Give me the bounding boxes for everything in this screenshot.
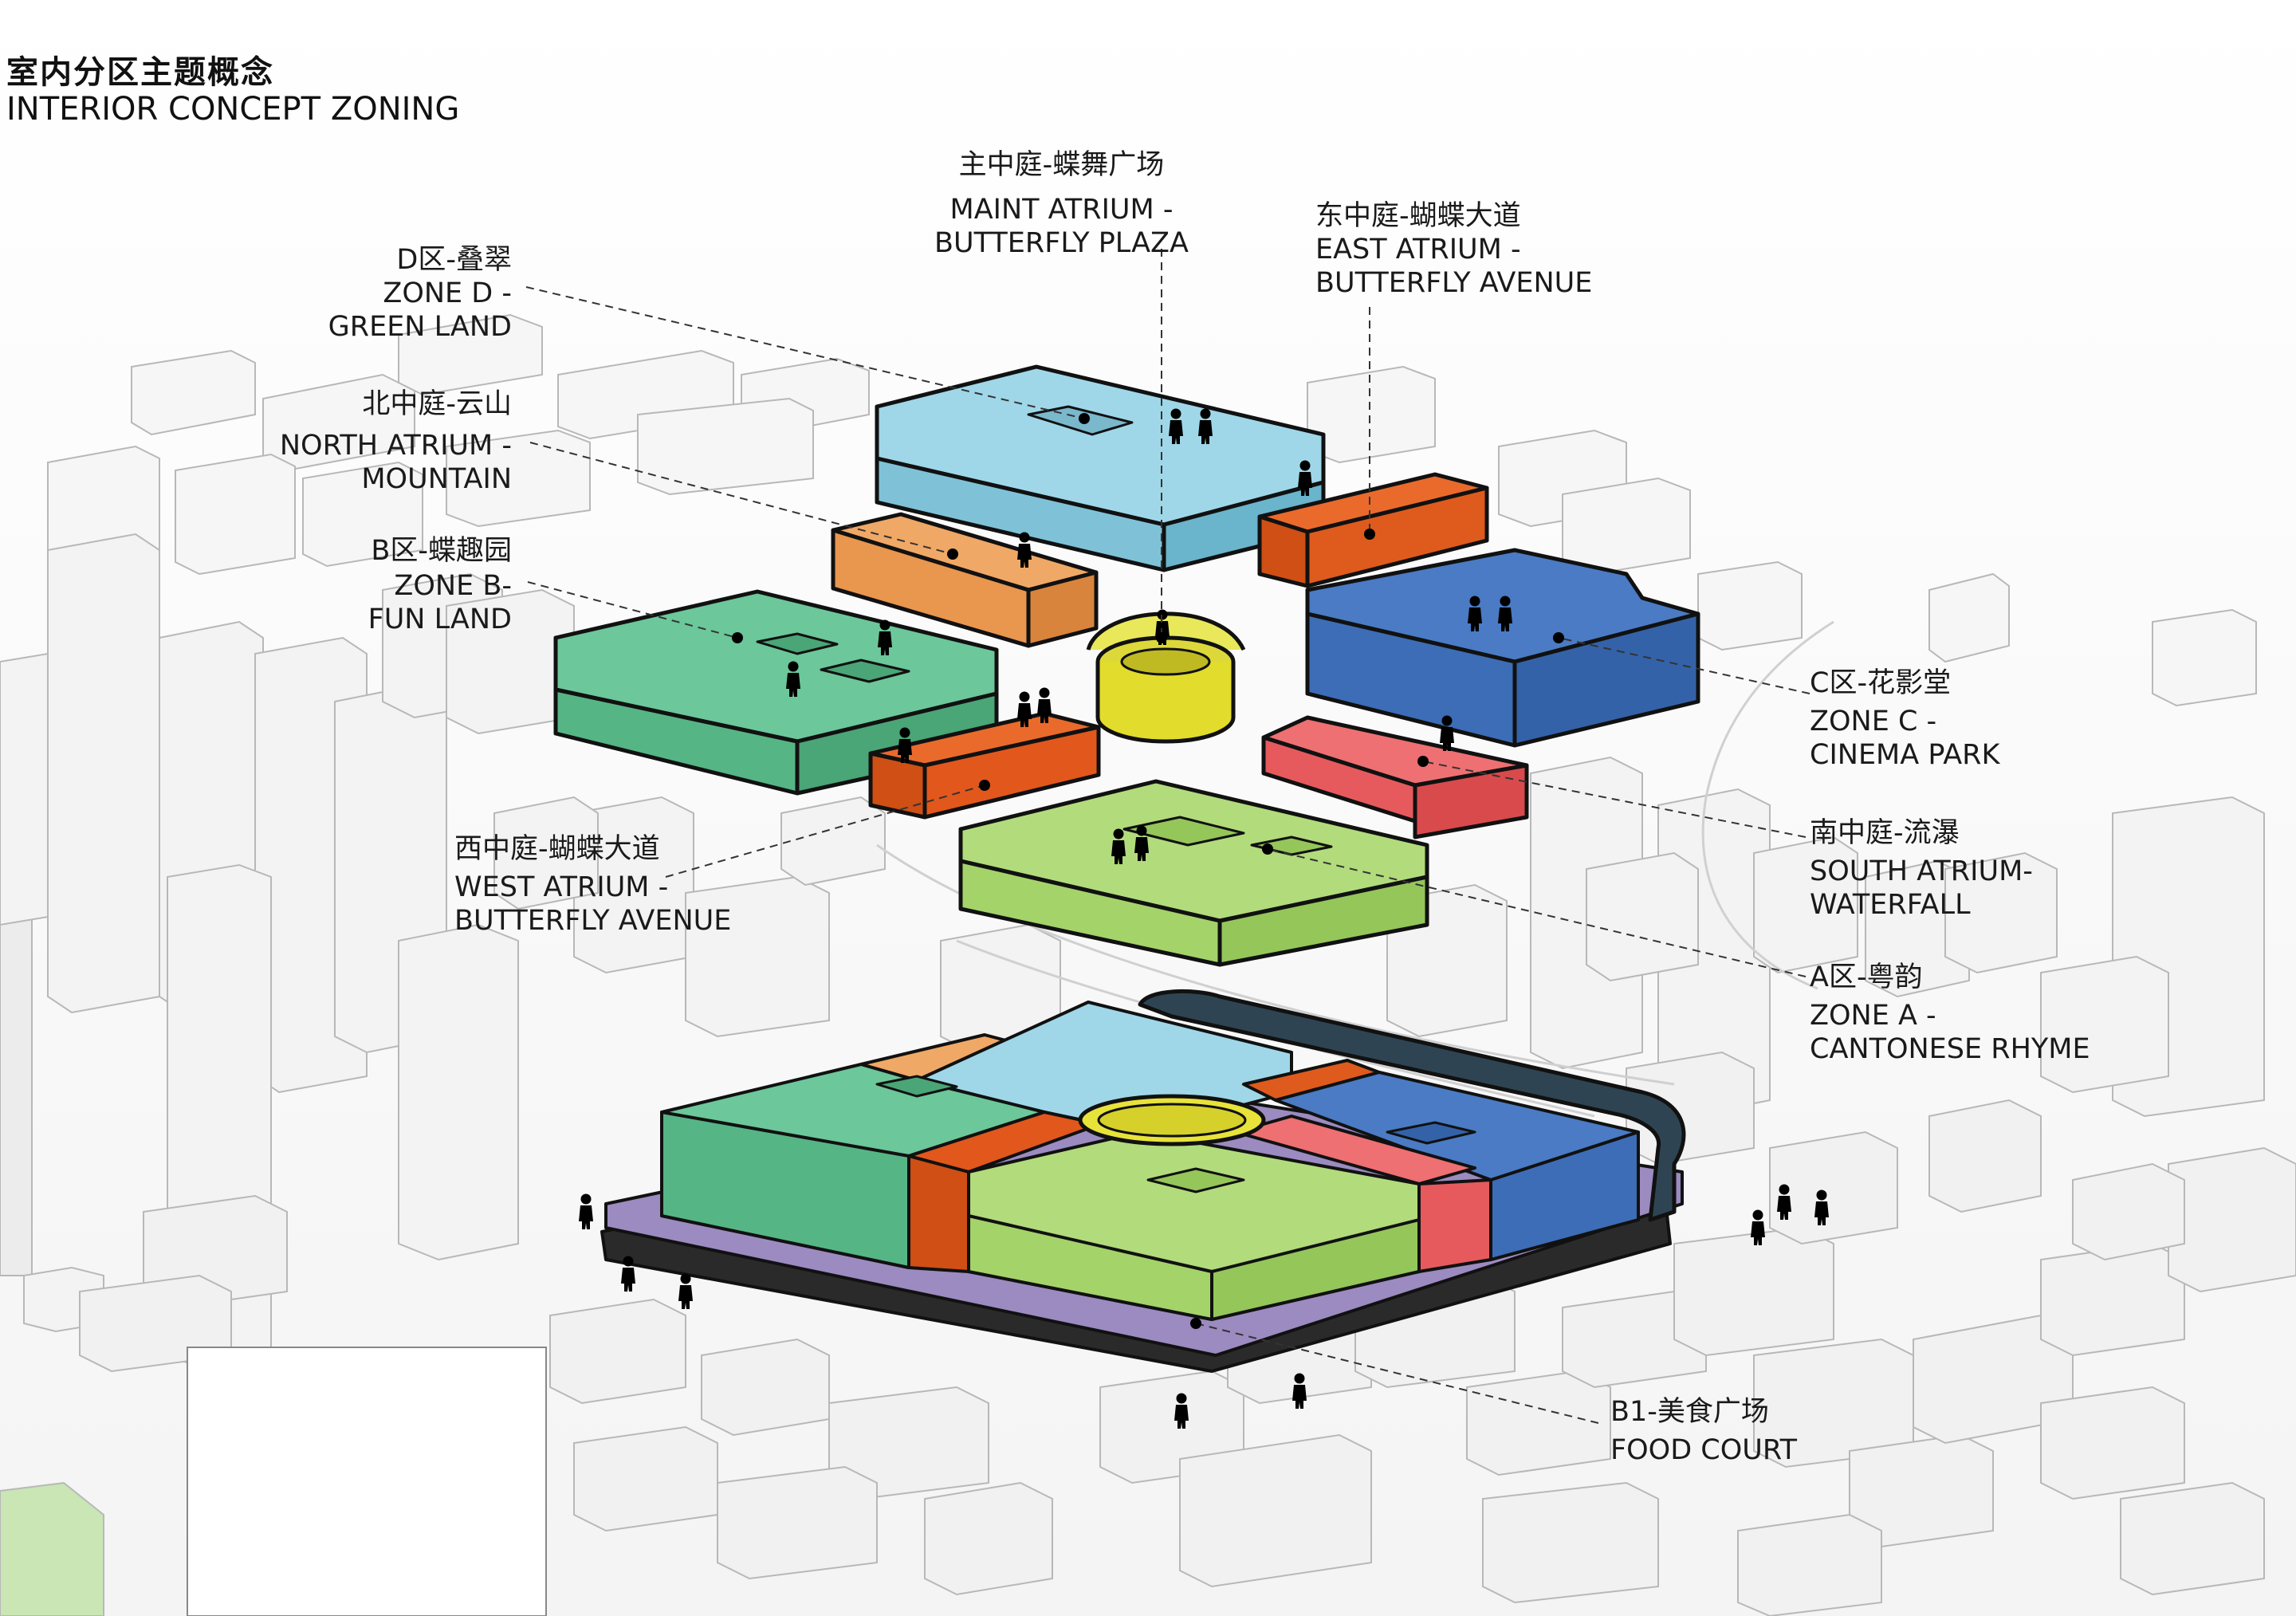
label-maint-atrium: 主中庭-蝶舞广场 MAINT ATRIUM - BUTTERFLY PLAZA: [934, 149, 1189, 259]
label-zone-d: D区-叠翠 ZONE D - GREEN LAND: [328, 244, 512, 343]
zone-a-volume: [958, 779, 1429, 967]
context-buildings: [0, 313, 2296, 1616]
label-south-atrium: 南中庭-流瀑 SOUTH ATRIUM- WATERFALL: [1810, 817, 2033, 921]
east-atrium-volume: [1257, 472, 1489, 588]
label-west-atrium: 西中庭-蝴蝶大道 WEST ATRIUM - BUTTERFLY AVENUE: [454, 833, 732, 937]
zone-d-volume: [875, 364, 1326, 572]
label-north-atrium: 北中庭-云山 NORTH ATRIUM - MOUNTAIN: [279, 388, 512, 495]
page-title-cn: 室内分区主题概念: [6, 54, 274, 91]
north-atrium-volume: [831, 512, 1099, 648]
label-food-court: B1-美食广场 FOOD COURT: [1610, 1396, 1798, 1466]
leader-lines: [525, 249, 1810, 1424]
west-atrium-volume: [868, 711, 1101, 820]
page-title-en: INTERIOR CONCEPT ZONING: [6, 91, 460, 128]
ground-assembly: [600, 989, 1686, 1373]
label-zone-c: C区-花影堂 ZONE C - CINEMA PARK: [1810, 667, 2000, 771]
label-zone-b: B区-蝶趣园 ZONE B- FUN LAND: [368, 535, 512, 635]
label-zone-a: A区-粤韵 ZONE A - CANTONESE RHYME: [1810, 961, 2090, 1065]
south-atrium-volume: [1261, 715, 1529, 839]
leader-dots: [732, 413, 1564, 1329]
zone-c-volume: [1305, 548, 1700, 748]
label-east-atrium: 东中庭-蝴蝶大道 EAST ATRIUM - BUTTERFLY AVENUE: [1315, 200, 1593, 299]
